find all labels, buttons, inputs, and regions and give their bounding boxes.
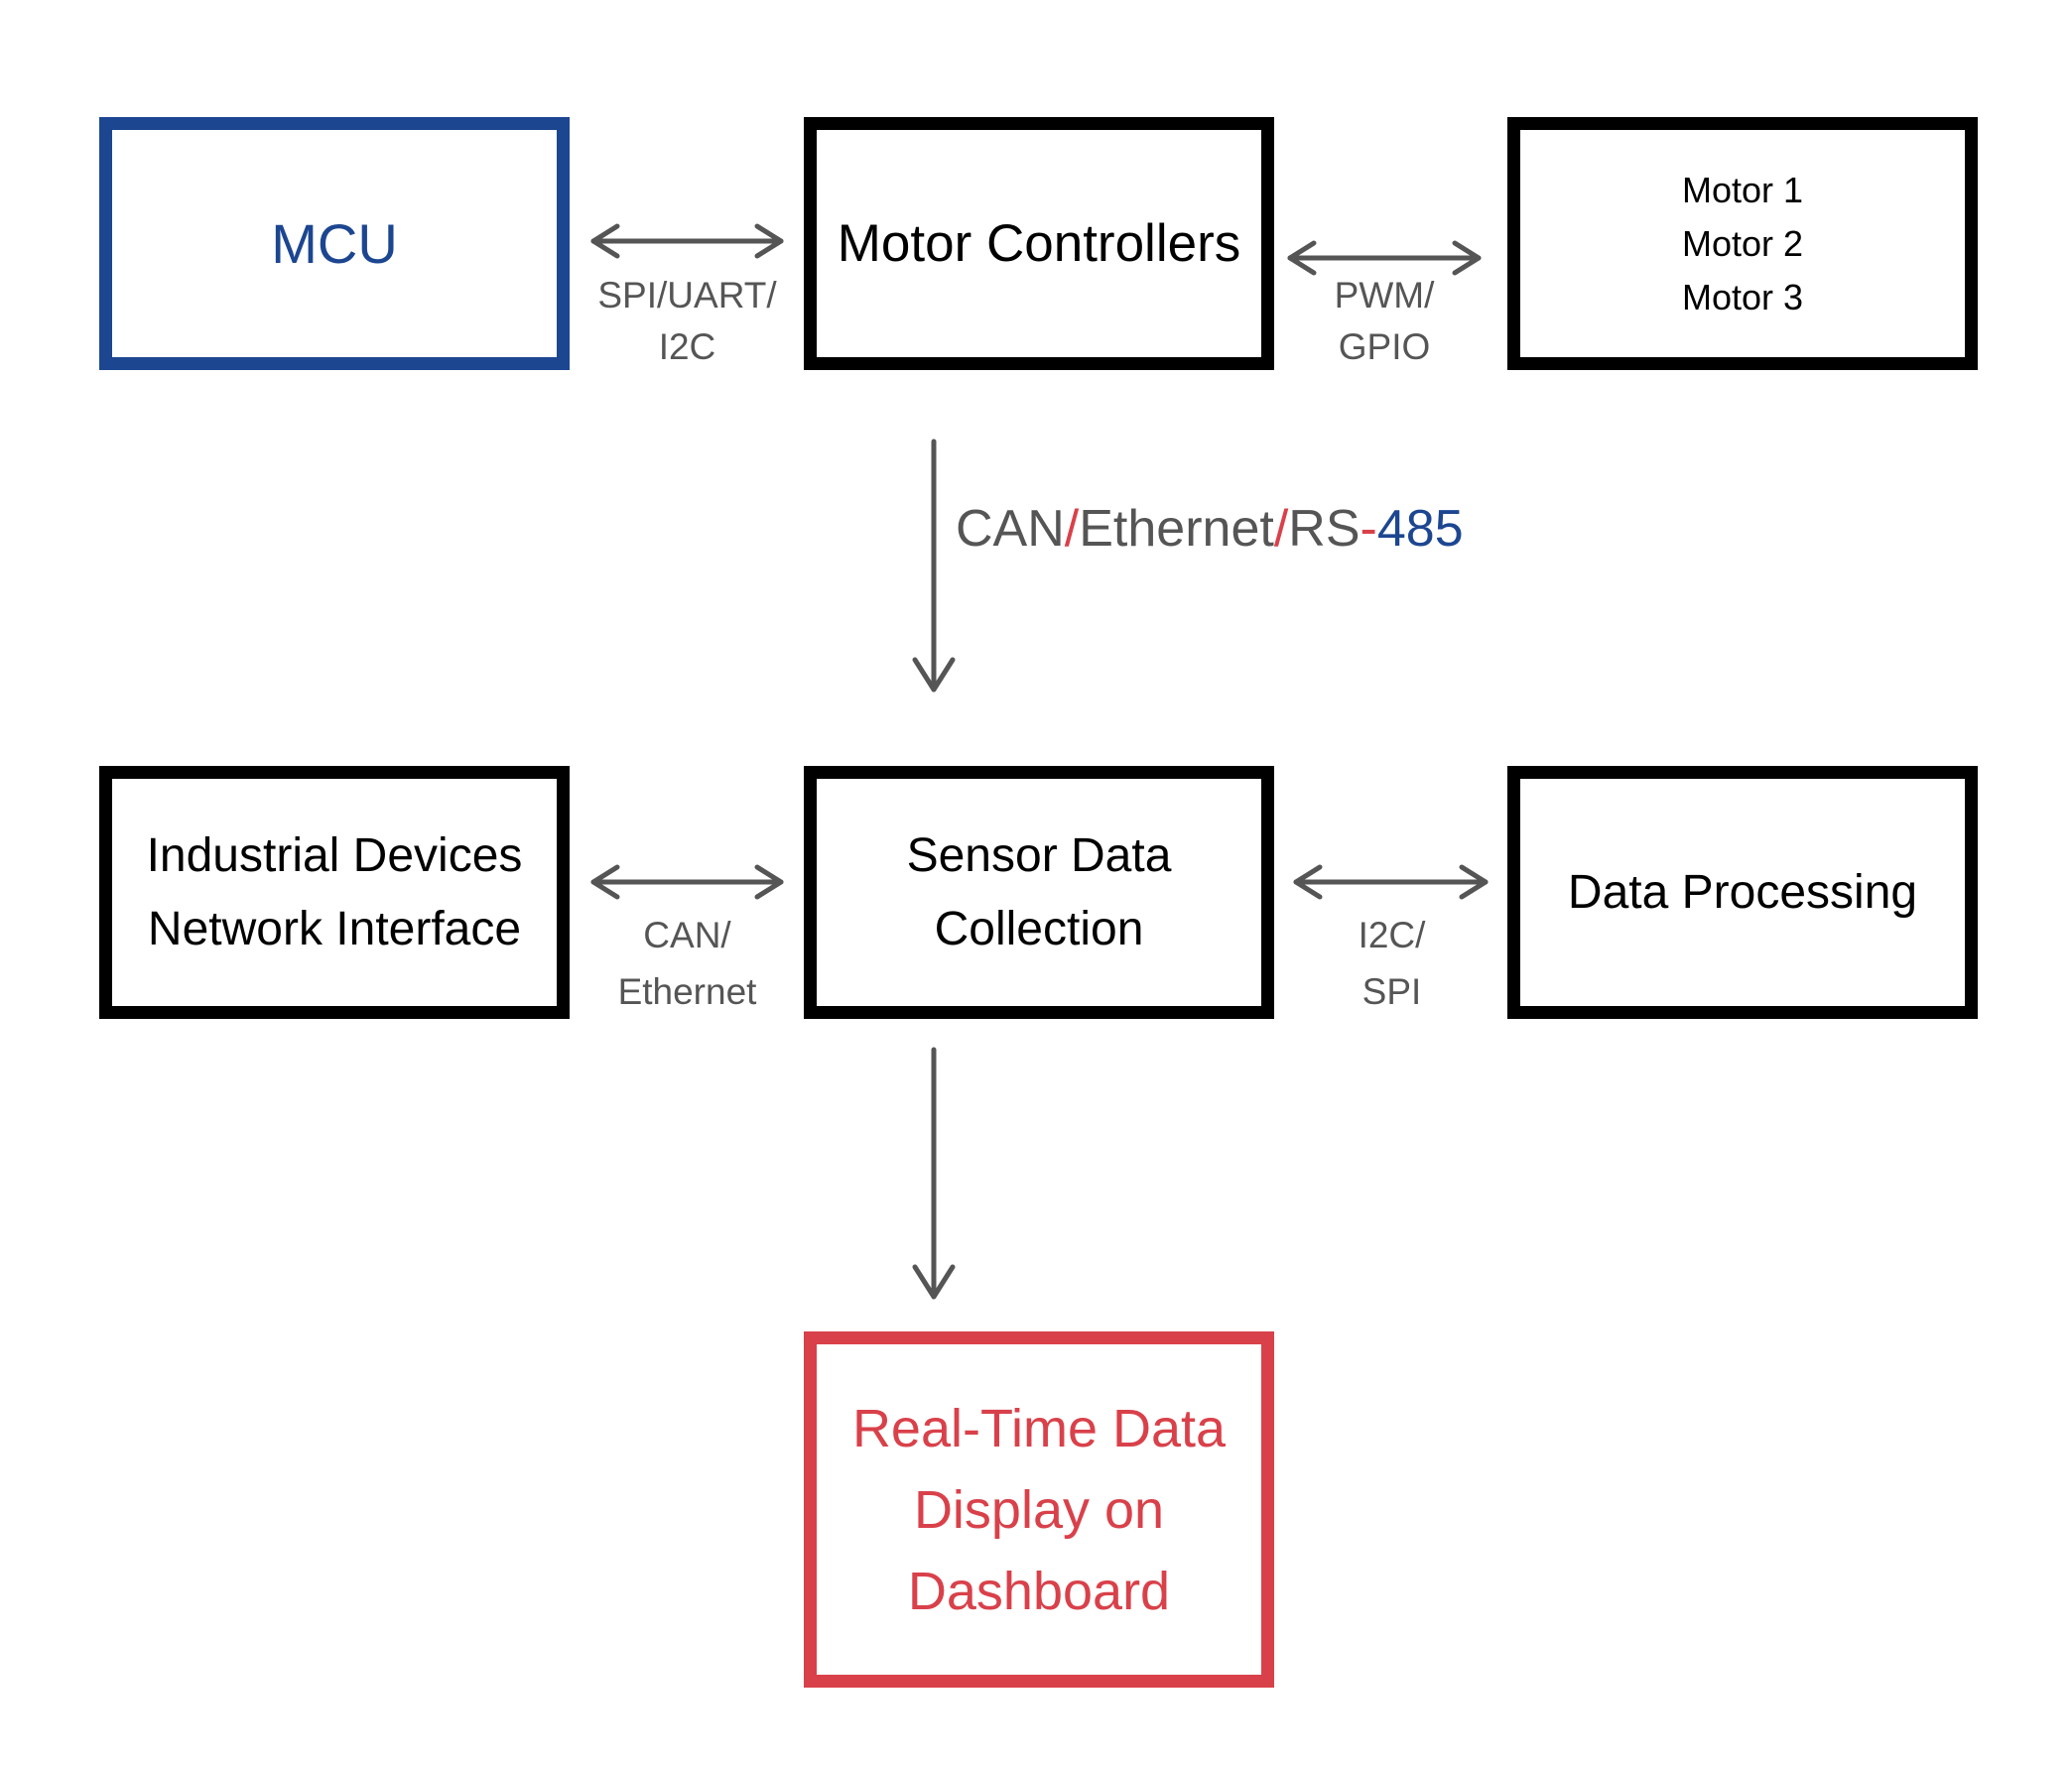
bus-part-rs: RS <box>1288 500 1360 558</box>
motor-controllers-label: Motor Controllers <box>837 214 1241 273</box>
dashboard-line-2: Display on <box>913 1479 1165 1540</box>
motor-1-label: Motor 1 <box>1681 169 1804 210</box>
industrial-line-2: Network Interface <box>147 902 522 955</box>
edge-label-industrial-sensor: CAN/ Ethernet <box>585 907 789 1020</box>
bus-separator-dash: - <box>1360 500 1377 558</box>
node-mcu: MCU <box>99 117 570 370</box>
edge-label-motor-controllers-motors: PWM/ GPIO <box>1285 270 1484 373</box>
arrow-mcu-motor-controllers <box>590 223 784 259</box>
edge-label-network-bus: CAN/Ethernet/RS-485 <box>956 496 1464 562</box>
bus-separator-slash: / <box>1064 500 1080 558</box>
edge-label-line: SPI/UART/ <box>597 275 777 315</box>
edge-label-line: SPI <box>1361 971 1422 1012</box>
sensor-line-1: Sensor Data <box>906 828 1172 882</box>
sensor-line-2: Collection <box>934 902 1144 955</box>
node-dashboard: Real-Time Data Display on Dashboard <box>804 1331 1274 1688</box>
bus-part-can: CAN <box>956 500 1065 558</box>
bus-part-485: 485 <box>1376 500 1464 558</box>
edge-label-line: PWM/ <box>1334 275 1435 315</box>
arrow-sensor-data-processing <box>1293 864 1489 900</box>
arrow-industrial-sensor <box>590 864 784 900</box>
bus-part-ethernet: Ethernet <box>1079 500 1274 558</box>
node-data-processing: Data Processing <box>1507 766 1978 1019</box>
dashboard-line-3: Dashboard <box>907 1561 1171 1621</box>
node-motors: Motor 1 Motor 2 Motor 3 <box>1507 117 1978 370</box>
edge-label-sensor-data-processing: I2C/ SPI <box>1290 907 1493 1020</box>
mcu-label: MCU <box>271 212 398 275</box>
edge-label-line: I2C <box>658 326 716 367</box>
edge-label-line: CAN/ <box>643 915 731 955</box>
arrow-motor-controllers-motors <box>1287 240 1482 276</box>
bus-separator-slash: / <box>1273 500 1289 558</box>
arrow-motor-controllers-sensor <box>912 439 956 693</box>
node-motor-controllers: Motor Controllers <box>804 117 1274 370</box>
arrow-sensor-dashboard <box>912 1047 956 1300</box>
edge-label-line: I2C/ <box>1358 915 1426 955</box>
edge-label-mcu-motor-controllers: SPI/UART/ I2C <box>585 270 789 373</box>
edge-label-line: GPIO <box>1338 326 1431 367</box>
dashboard-line-1: Real-Time Data <box>851 1398 1227 1458</box>
motor-3-label: Motor 3 <box>1681 276 1804 317</box>
data-processing-label: Data Processing <box>1567 866 1918 919</box>
edge-label-line: Ethernet <box>617 971 757 1012</box>
node-sensor-data-collection: Sensor Data Collection <box>804 766 1274 1019</box>
industrial-line-1: Industrial Devices <box>146 828 523 882</box>
node-industrial-devices: Industrial Devices Network Interface <box>99 766 570 1019</box>
motor-2-label: Motor 2 <box>1681 222 1804 264</box>
